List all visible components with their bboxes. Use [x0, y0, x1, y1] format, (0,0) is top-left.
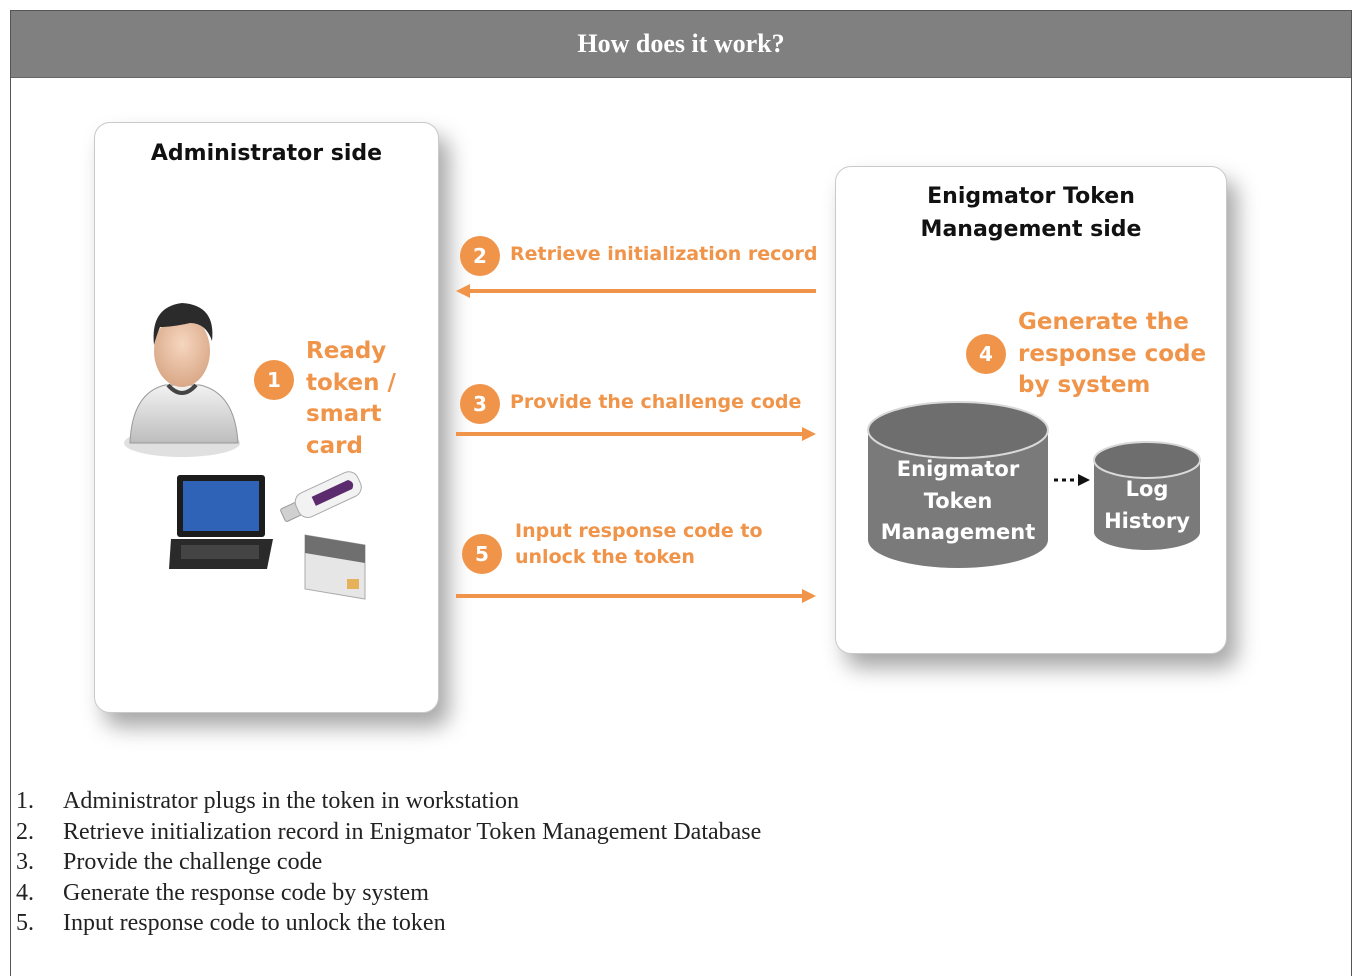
- step-2-badge: 2: [460, 236, 500, 276]
- arrow-step-2: [456, 284, 816, 298]
- arrow-step-5: [456, 589, 816, 603]
- laptop-icon: [169, 475, 273, 569]
- page-title: How does it work?: [577, 29, 785, 58]
- list-item: 2. Retrieve initialization record in Eni…: [16, 817, 761, 848]
- token-management-database-icon: [867, 401, 1049, 568]
- step-2-text: Retrieve initialization record: [510, 243, 818, 265]
- log-history-database-label: Log History: [1104, 477, 1190, 533]
- step-3-text: Provide the challenge code: [510, 391, 802, 413]
- list-item: 1. Administrator plugs in the token in w…: [16, 786, 761, 817]
- list-item-number: 3.: [16, 849, 34, 876]
- list-item-text: Input response code to unlock the token: [63, 910, 446, 937]
- administrator-panel: Administrator side: [94, 122, 439, 713]
- token-management-database-label: Enigmator Token Management: [880, 457, 1036, 544]
- list-item-number: 5.: [16, 910, 34, 937]
- step-5-text: Input response code to unlock the token: [515, 520, 763, 568]
- list-item-text: Retrieve initialization record in Enigma…: [63, 818, 762, 845]
- list-item-number: 1.: [16, 788, 34, 814]
- list-item: 4. Generate the response code by system: [16, 878, 761, 909]
- log-history-database-icon: [1093, 441, 1201, 550]
- token-management-panel-title: Enigmator Token Management side: [920, 184, 1142, 242]
- list-item-number: 2.: [16, 818, 34, 845]
- step-5-badge: 5: [462, 534, 502, 574]
- step-4-badge: 4: [966, 334, 1006, 374]
- list-item-text: Generate the response code by system: [63, 879, 429, 906]
- arrow-step-3: [456, 427, 816, 441]
- step-1-badge: 1: [254, 360, 294, 400]
- header-bar: How does it work?: [11, 11, 1351, 78]
- usb-token-icon: [280, 471, 362, 522]
- step-3-badge: 3: [460, 384, 500, 424]
- list-item-number: 4.: [16, 879, 34, 906]
- list-item-text: Administrator plugs in the token in work…: [63, 788, 519, 814]
- connector-arrow-icon: [1054, 474, 1090, 486]
- list-item: 5. Input response code to unlock the tok…: [16, 908, 761, 939]
- step-4-text: Generate the response code by system: [1018, 309, 1207, 399]
- steps-list: 1. Administrator plugs in the token in w…: [16, 786, 761, 939]
- smart-card-icon: [304, 534, 366, 600]
- list-item-text: Provide the challenge code: [63, 849, 323, 876]
- administrator-panel-title: Administrator side: [150, 141, 383, 166]
- administrator-person-icon: [124, 303, 240, 457]
- list-item: 3. Provide the challenge code: [16, 847, 761, 878]
- step-1-text: Ready token / smart card: [306, 338, 396, 460]
